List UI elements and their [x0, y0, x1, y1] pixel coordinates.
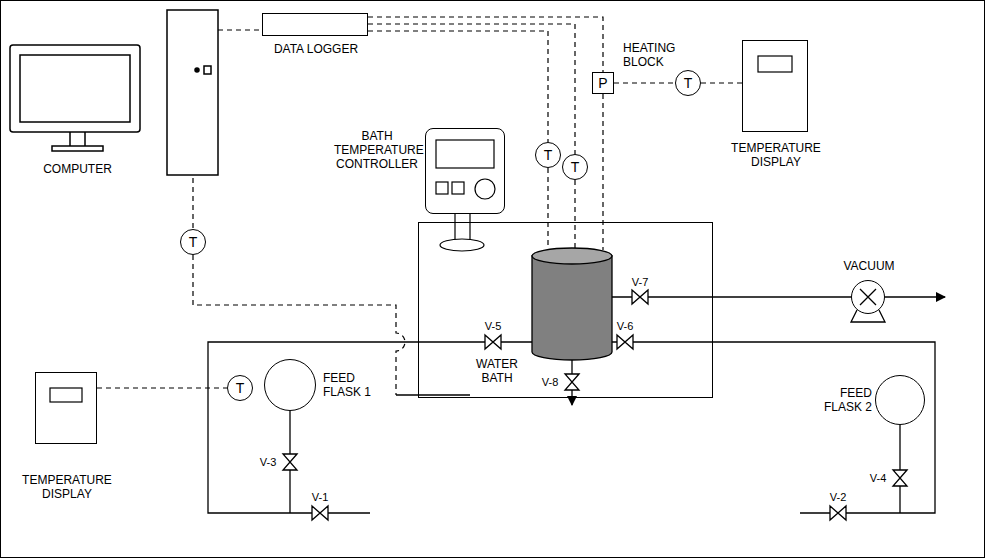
symbol-letter: T	[189, 234, 198, 250]
node-label: TEMPERATURE DISPLAY	[721, 141, 831, 169]
pipe	[899, 425, 900, 513]
node-label: TEMPERATURE DISPLAY	[12, 473, 122, 501]
valve-tag: V-1	[311, 491, 330, 504]
computer-symbol	[52, 146, 103, 151]
node-label: VACUUM	[839, 259, 899, 273]
thermocouple: T	[535, 142, 561, 168]
computer-symbol	[204, 66, 211, 74]
symbol-letter: T	[544, 147, 553, 163]
bath-controller-parts	[455, 214, 470, 240]
thermocouple: T	[562, 154, 588, 180]
feed-flask: FEED FLASK 2	[875, 375, 925, 425]
probe-wire	[193, 94, 603, 395]
signal-wire	[368, 17, 603, 72]
node-label: HEATING BLOCK	[623, 41, 687, 69]
valve-symbol	[283, 290, 907, 520]
computer-symbol	[20, 55, 130, 122]
symbol-letter: T	[571, 159, 580, 175]
display-screen	[50, 56, 792, 402]
feed-flask: FEED FLASK 1	[264, 359, 316, 411]
bath-controller-parts	[436, 182, 448, 194]
thermocouple: T	[180, 229, 206, 255]
pipe	[885, 296, 945, 297]
valve-tag: V-4	[869, 472, 888, 485]
signal-wire	[368, 24, 575, 154]
computer-symbol	[167, 10, 218, 175]
bath-controller-parts	[436, 140, 495, 251]
computer-symbol	[10, 45, 140, 132]
computer-symbol	[10, 10, 218, 175]
thermocouple: T	[675, 70, 701, 96]
probe-wire	[602, 94, 603, 250]
valve-symbol	[830, 506, 846, 520]
node-label: DATA LOGGER	[256, 42, 376, 56]
signal-wire	[614, 82, 675, 83]
signal-wire	[218, 29, 262, 30]
signal-wire	[701, 82, 742, 83]
water-bath: WATER BATH	[418, 222, 713, 398]
reactor-vessel	[532, 256, 612, 360]
valve-tag: V-6	[616, 320, 635, 333]
computer-symbol	[70, 132, 85, 146]
computer-symbol	[195, 68, 199, 72]
signal-wire	[192, 178, 193, 229]
valve-symbol	[485, 335, 501, 349]
valve-tag: V-7	[631, 276, 650, 289]
node-label: FEED FLASK 2	[814, 386, 872, 414]
bath-controller-parts	[475, 179, 495, 199]
valve-symbol	[283, 454, 297, 470]
probe-lead	[396, 394, 470, 396]
probe-wire	[193, 255, 405, 395]
display-screen	[50, 388, 82, 402]
node-label: FEED FLASK 1	[323, 371, 379, 399]
data-logger: DATA LOGGER	[262, 13, 368, 36]
signal-wire	[368, 31, 548, 142]
valve-symbol	[312, 506, 328, 520]
valve-tag: V-5	[484, 320, 503, 333]
bath-controller: BATH TEMPERATURE CONTROLLER	[425, 128, 505, 214]
valve-tag: V-8	[541, 376, 560, 389]
thermocouple: T	[227, 375, 253, 401]
symbol-letter: P	[598, 75, 607, 91]
pump-symbol	[851, 289, 885, 322]
reactor-vessel	[532, 248, 612, 264]
pump-symbol	[860, 289, 876, 305]
valve-tag: V-2	[829, 491, 848, 504]
vacuum-pump: VACUUM	[851, 280, 885, 314]
probe-wire	[547, 168, 548, 250]
display-screen	[758, 56, 792, 72]
valve-symbol	[565, 374, 579, 390]
valve-symbol	[617, 335, 633, 349]
signal-wire	[97, 387, 227, 388]
probe-wire	[574, 180, 575, 249]
pipe	[612, 342, 935, 513]
probe-lead	[396, 394, 470, 396]
pump-symbol	[851, 310, 885, 322]
valve-symbol	[893, 470, 907, 486]
temperature-display: TEMPERATURE DISPLAY	[35, 372, 97, 444]
bath-controller-parts	[440, 239, 484, 251]
reactor-vessel	[532, 248, 612, 360]
symbol-letter: T	[236, 380, 245, 396]
symbol-letter: T	[684, 75, 693, 91]
bath-controller-parts	[452, 182, 464, 194]
node-label: WATER BATH	[467, 357, 527, 385]
node-label: BATH TEMPERATURE CONTROLLER	[334, 129, 420, 171]
valve-tag: V-3	[259, 456, 278, 469]
computer: COMPUTER	[10, 10, 218, 178]
pipe	[208, 342, 532, 513]
node-label: COMPUTER	[25, 162, 130, 176]
pressure-sensor: HEATING BLOCKP	[592, 72, 614, 94]
temperature-display: TEMPERATURE DISPLAY	[742, 40, 808, 132]
bath-controller-parts	[436, 140, 494, 168]
valve-symbol	[632, 290, 648, 304]
